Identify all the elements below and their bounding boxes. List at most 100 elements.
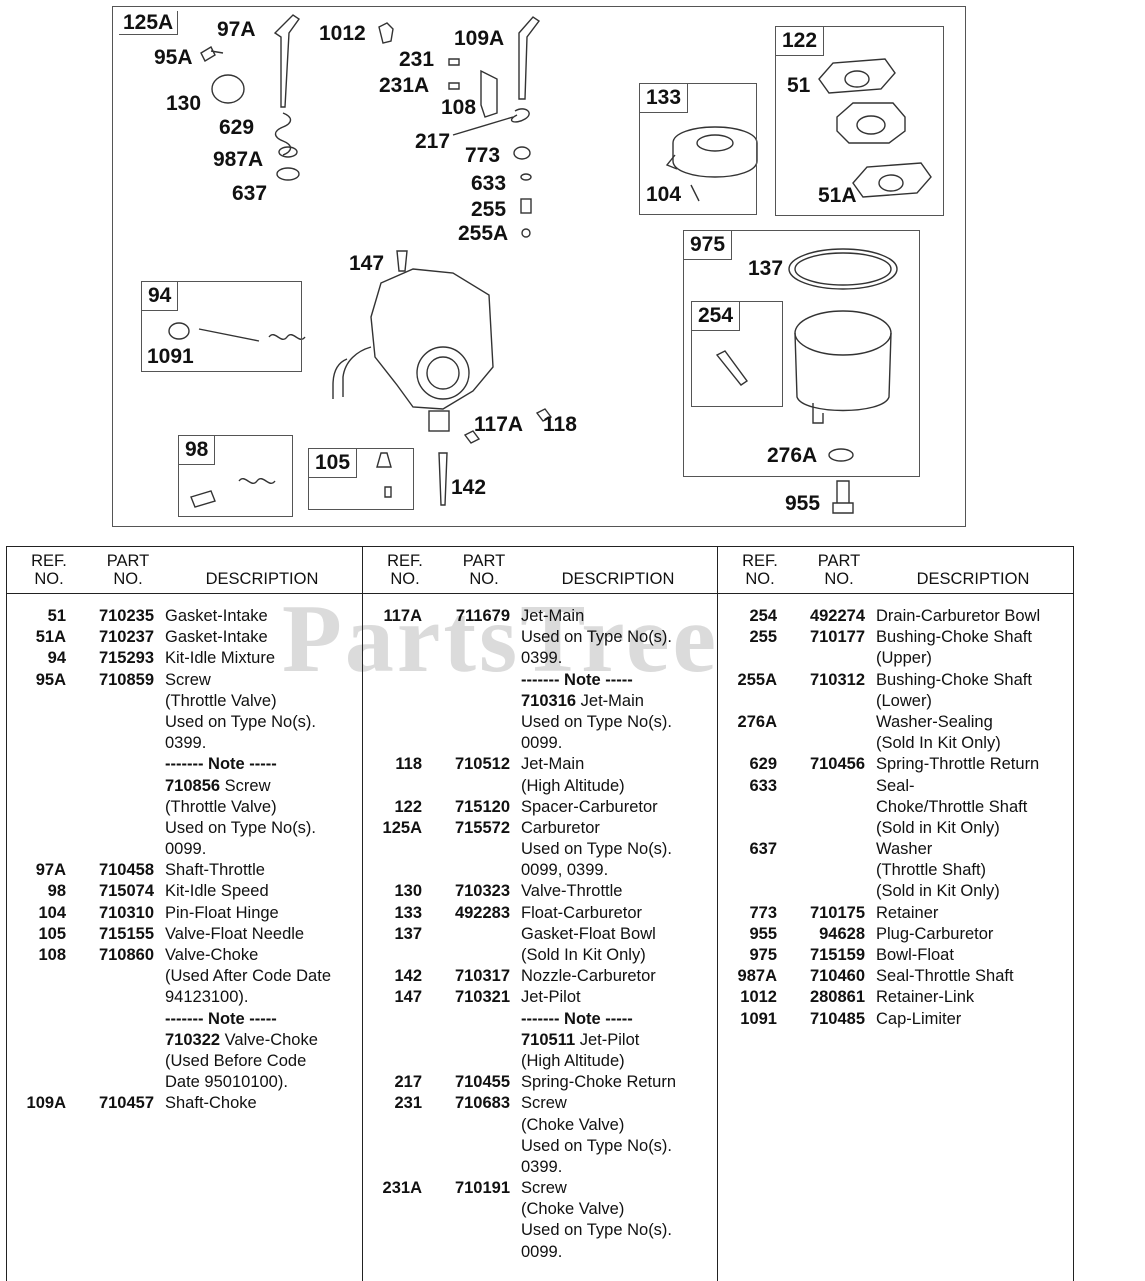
ref-number: 98 — [47, 882, 66, 901]
table-row: (Sold in Kit Only) — [718, 881, 1073, 902]
alternate-part-number: 710316 — [521, 691, 577, 710]
table-row: 0399. — [7, 733, 362, 754]
part-number: 710175 — [809, 903, 865, 922]
part-description: 0399. — [521, 649, 563, 668]
part-description: Retainer-Link — [876, 988, 975, 1007]
callout-147: 147 — [349, 252, 385, 275]
kit-box-122: 122 — [775, 26, 944, 216]
callout-629: 629 — [219, 116, 255, 139]
ref-number: 231A — [382, 1179, 422, 1198]
part-number: 715120 — [454, 797, 510, 816]
part-description: (Choke Valve) — [521, 1200, 625, 1219]
part-description: (Throttle Valve) — [165, 797, 277, 816]
ref-number: 117A — [383, 607, 422, 625]
part-description: 710511 Jet-Pilot — [521, 1030, 639, 1051]
callout-637: 637 — [232, 182, 268, 205]
ref-number: 118 — [395, 755, 422, 774]
ref-number: 955 — [749, 924, 777, 943]
table-row: (Choke Valve) — [363, 1115, 718, 1136]
part-description: Bushing-Choke Shaft — [876, 628, 1032, 647]
table-row: ------- Note ----- — [363, 1009, 718, 1030]
table-row: (Lower) — [718, 691, 1073, 712]
part-number: 710460 — [809, 967, 865, 986]
part-description: Valve-Float Needle — [165, 924, 305, 943]
part-description: Washer-Sealing — [876, 712, 993, 731]
table-row: (Throttle Valve) — [7, 691, 362, 712]
callout-1091: 1091 — [147, 345, 194, 368]
table-row: Choke/Throttle Shaft — [718, 797, 1073, 818]
kit-label-975: 975 — [684, 231, 733, 260]
part-number: 280861 — [809, 988, 865, 1007]
table-row: Date 95010100). — [7, 1072, 362, 1093]
table-row: (Choke Valve) — [363, 1199, 718, 1220]
table-row: 0399. — [363, 1157, 718, 1178]
part-description: 710316 Jet-Main — [521, 691, 644, 712]
callout-231A: 231A — [379, 74, 430, 97]
part-number: 710458 — [98, 861, 154, 880]
part-description: Pin-Float Hinge — [165, 903, 279, 922]
ref-number: 51 — [47, 607, 66, 625]
part-number: 492274 — [809, 607, 865, 625]
part-number: 710456 — [809, 755, 865, 774]
table-row: 710856 Screw — [7, 776, 362, 797]
header-ref-no: REF. NO. — [387, 552, 423, 588]
part-description: Plug-Carburetor — [876, 924, 994, 943]
kit-label-133: 133 — [640, 84, 689, 113]
table-row: ------- Note ----- — [7, 1009, 362, 1030]
table-row: Used on Type No(s). — [363, 839, 718, 860]
ref-number: 255 — [749, 628, 777, 647]
callout-97A: 97A — [217, 18, 256, 41]
ref-number: 133 — [394, 903, 422, 922]
part-description: Gasket-Float Bowl — [521, 924, 656, 943]
ref-number: 255A — [737, 670, 777, 689]
part-number: 710191 — [454, 1179, 510, 1198]
callout-51: 51 — [787, 74, 811, 97]
part-description: Drain-Carburetor Bowl — [876, 607, 1041, 625]
part-number: 492283 — [454, 903, 510, 922]
table-row: Used on Type No(s). — [363, 1136, 718, 1157]
part-description: Spacer-Carburetor — [521, 797, 658, 816]
table-row: 710322 Valve-Choke — [7, 1030, 362, 1051]
part-description: Washer — [876, 840, 933, 859]
parts-line-art — [168, 14, 932, 514]
ref-number: 147 — [394, 988, 422, 1007]
table-row: Used on Type No(s). — [363, 1220, 718, 1241]
header-part-no: PART NO. — [817, 552, 861, 588]
callout-255: 255 — [471, 198, 507, 221]
table-row: 0399. — [363, 648, 718, 669]
part-number: 710323 — [454, 882, 510, 901]
ref-number: 254 — [749, 607, 777, 625]
part-description: 710856 Screw — [165, 776, 271, 797]
callout-51A: 51A — [818, 184, 857, 207]
table-row: 0099, 0399. — [363, 860, 718, 881]
part-description: Nozzle-Carburetor — [521, 967, 656, 986]
table-row: 710316 Jet-Main — [363, 691, 718, 712]
ref-number: 109A — [26, 1094, 66, 1113]
ref-number: 987A — [737, 967, 777, 986]
part-description: Used on Type No(s). — [165, 712, 317, 731]
part-description: (Throttle Valve) — [165, 691, 277, 710]
table-row: (Used Before Code — [7, 1051, 362, 1072]
table-row: 94123100). — [7, 987, 362, 1008]
header-description: DESCRIPTION — [205, 570, 319, 588]
kit-box-94: 94 — [141, 281, 302, 372]
part-description: Shaft-Throttle — [165, 861, 265, 880]
header-rule — [718, 593, 1073, 594]
part-number: 710321 — [454, 988, 510, 1007]
part-number: 710859 — [98, 670, 154, 689]
ref-number: 94 — [47, 649, 66, 668]
callout-108: 108 — [441, 96, 477, 119]
